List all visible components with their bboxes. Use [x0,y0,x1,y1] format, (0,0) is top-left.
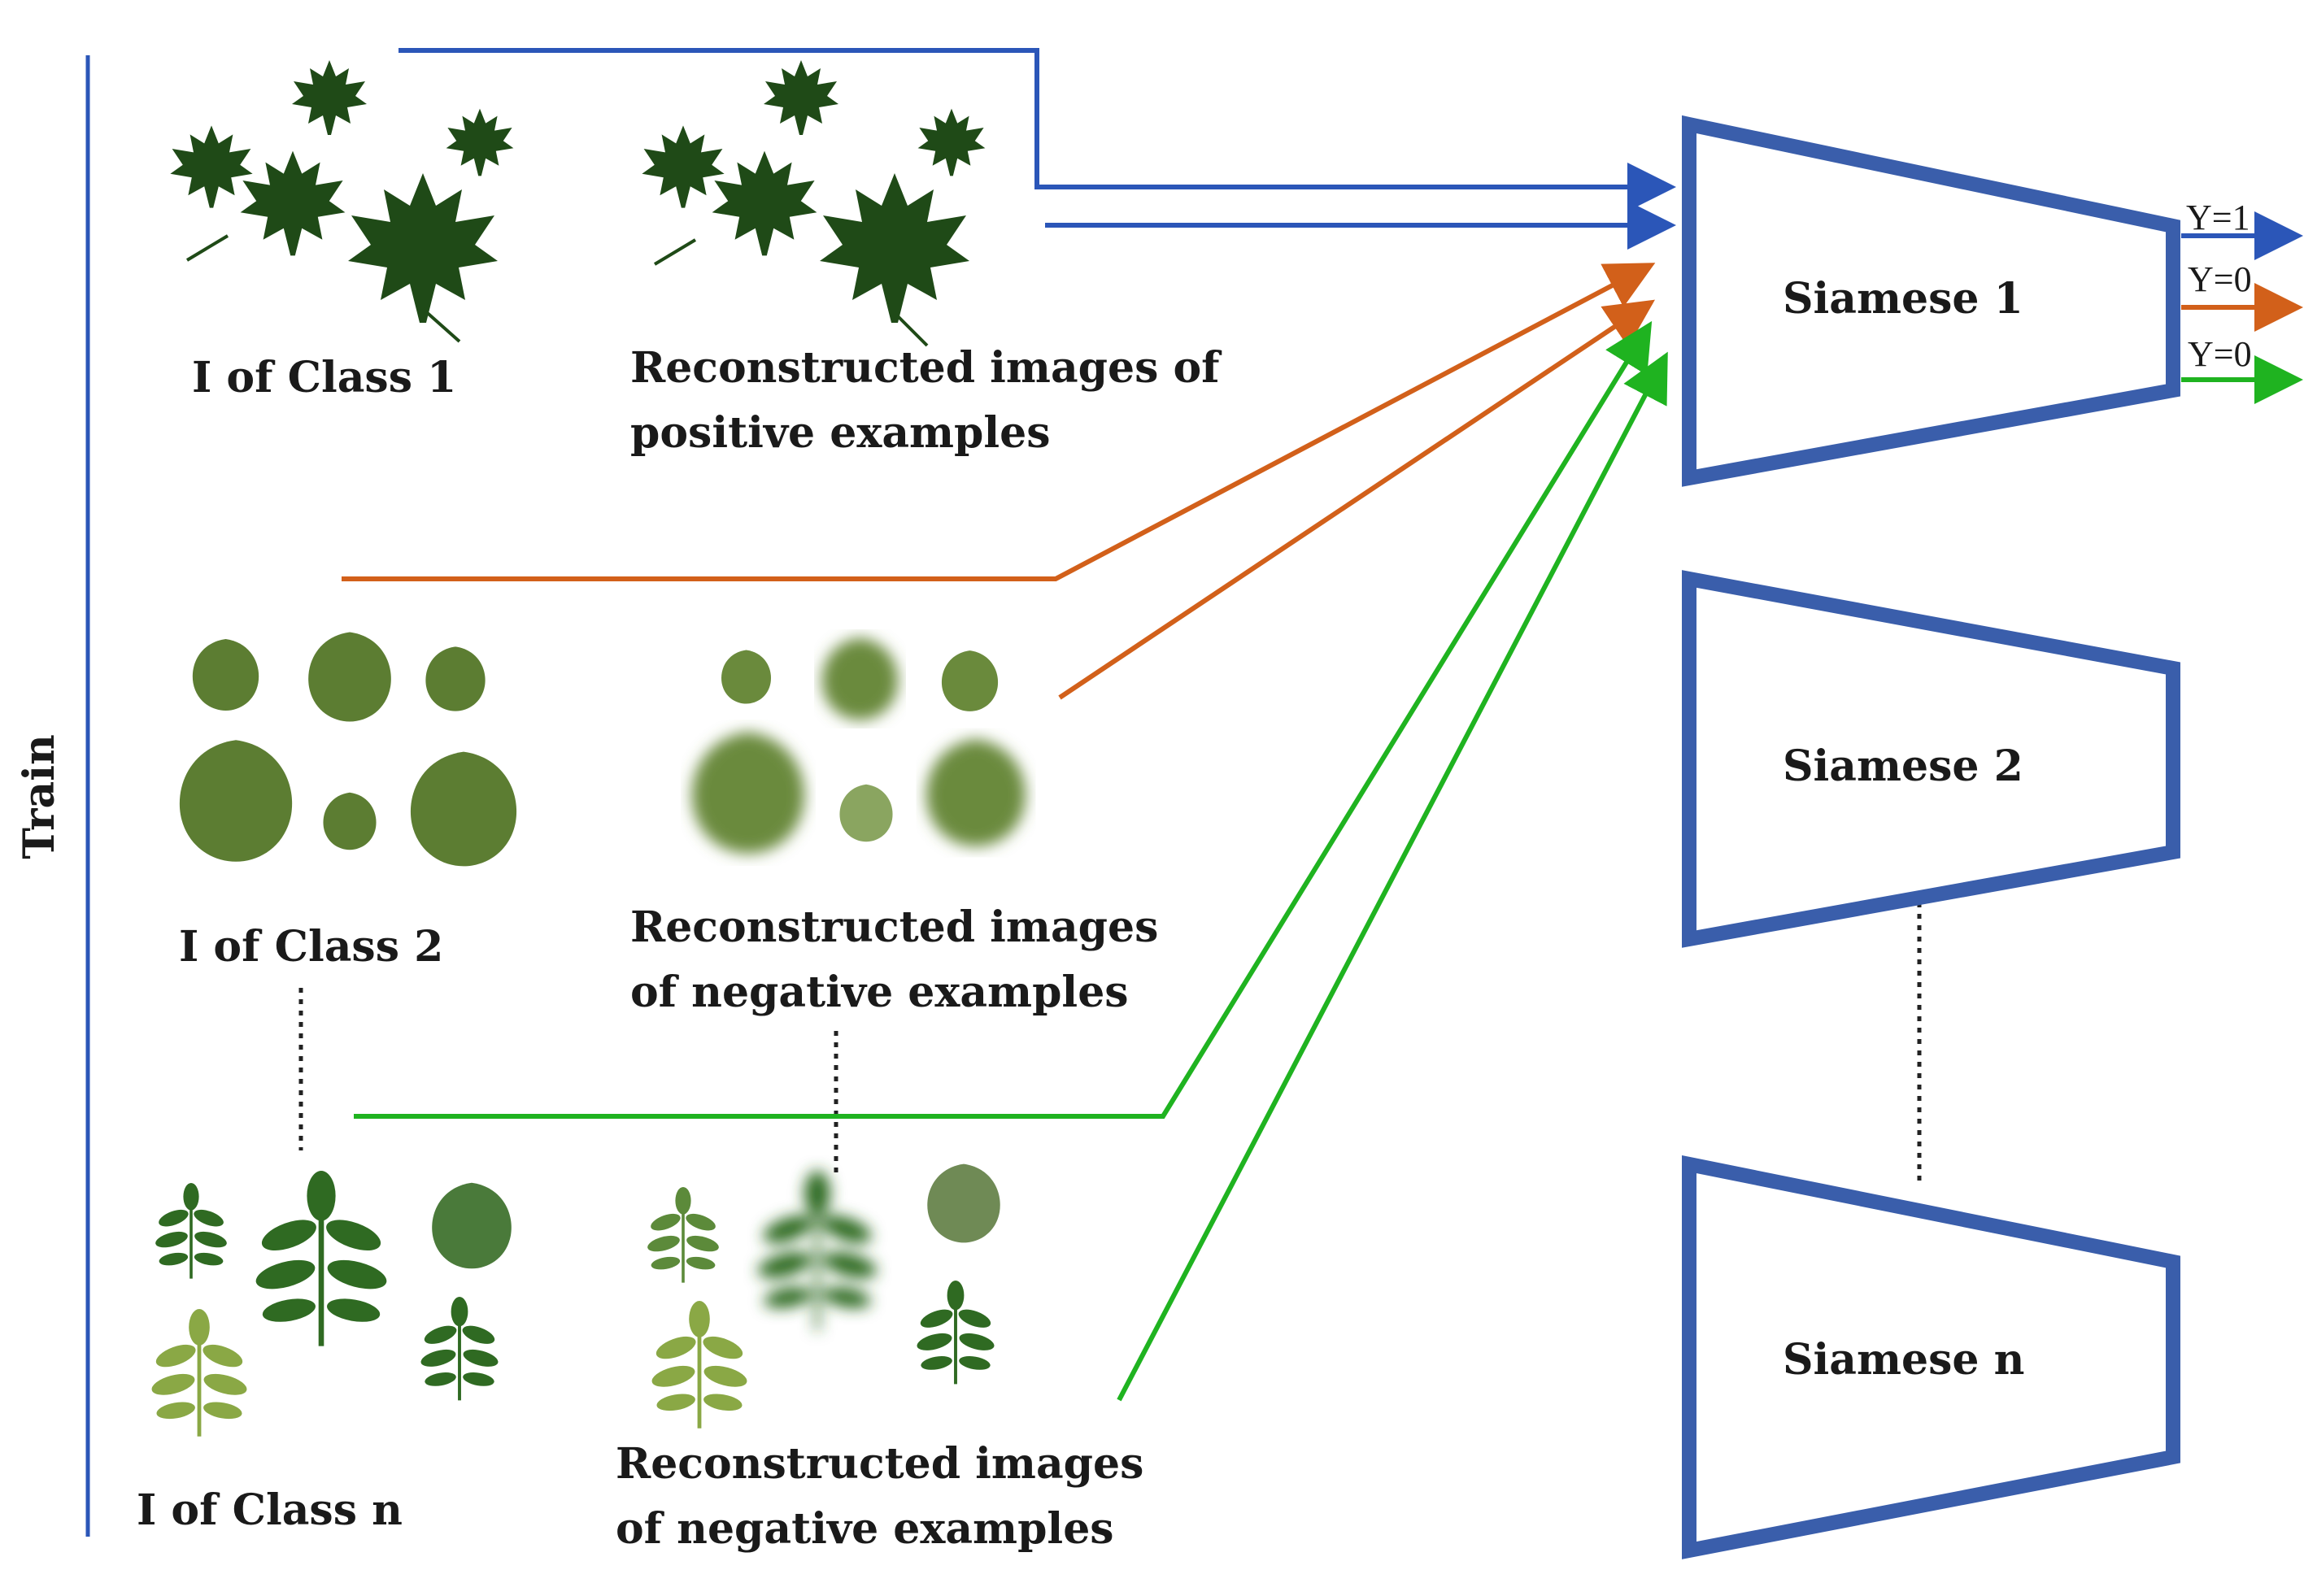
output-y1-label: Y=1 [2186,198,2250,237]
train-label: Train [15,734,64,859]
class2-recon-label-line1: Reconstructed images [630,902,1158,952]
siamese-n: Siamese n [1682,1155,2180,1559]
negative-arrow-class2 [342,263,1656,581]
class1-recon-label-line1: Reconstructed images of [630,343,1222,393]
siamese-2: Siamese 2 [1682,570,2180,948]
output-y0-green: Y=0 [2181,334,2303,404]
class1-recon-images [642,60,986,347]
classn-recon-label-line1: Reconstructed images [616,1439,1143,1489]
class1-recon-label-line2: positive examples [630,408,1051,458]
siamese-2-label: Siamese 2 [1783,741,2023,791]
output-y0-orange-label: Y=0 [2188,259,2252,299]
class2-images [179,632,517,867]
class2-recon-label-line2: of negative examples [630,968,1129,1017]
classn-recon-label-line2: of negative examples [616,1504,1114,1554]
siamese-n-label: Siamese n [1783,1335,2024,1385]
siamese-1: Siamese 1 [1682,115,2180,487]
classn-label: I of Class n [137,1485,403,1535]
negative-arrow-recon2 [1058,299,1655,700]
class2-label: I of Class 2 [179,922,443,972]
class1-label: I of Class 1 [192,353,456,402]
output-y1: Y=1 [2181,198,2303,260]
classn-images [150,1171,512,1437]
negative-arrow-reconn [1117,351,1668,1402]
output-y0-green-label: Y=0 [2188,334,2252,374]
class2-recon-images [691,637,1026,854]
positive-arrow-class1 [399,48,1676,211]
output-y0-orange: Y=0 [2181,259,2303,332]
siamese-1-label: Siamese 1 [1783,274,2023,324]
classn-recon-images [646,1163,1000,1429]
class1-images [170,60,514,343]
negative-arrow-classn [354,320,1653,1119]
